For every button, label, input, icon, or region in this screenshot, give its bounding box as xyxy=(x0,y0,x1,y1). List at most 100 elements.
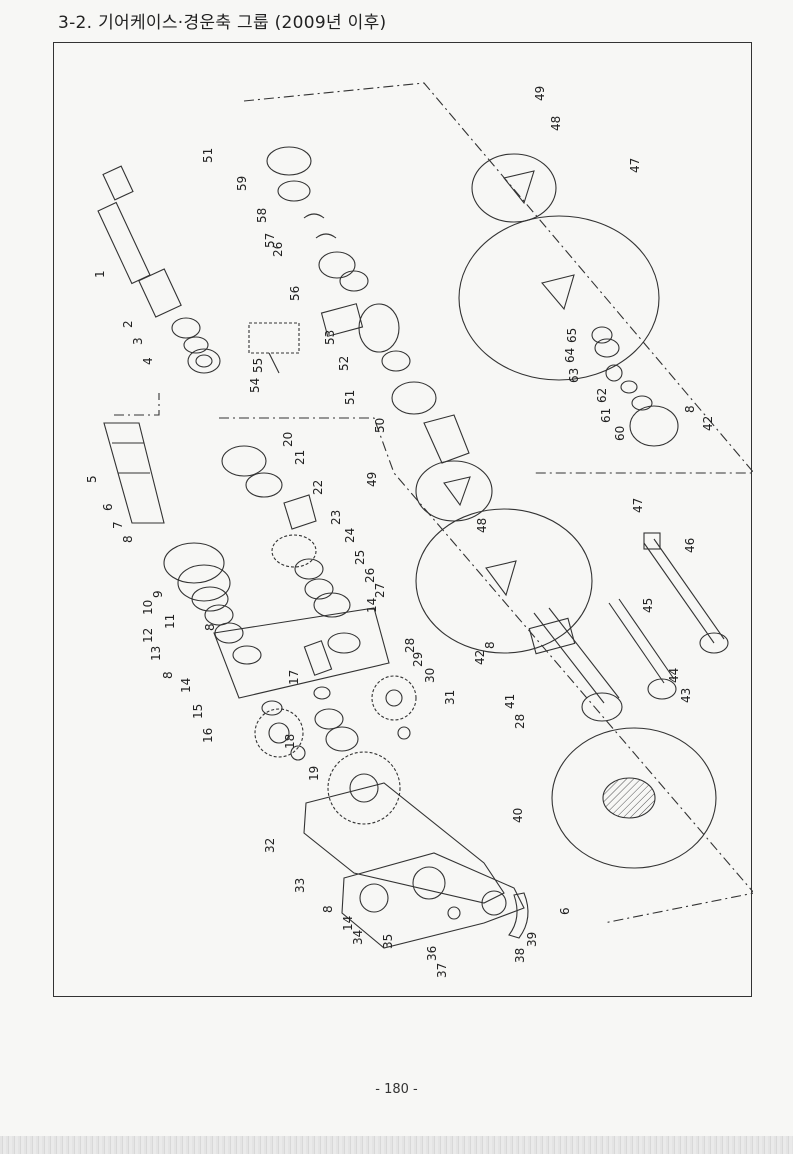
callout-41: 41 xyxy=(503,694,517,709)
callout-54: 54 xyxy=(248,378,262,393)
callout-8: 8 xyxy=(483,641,497,649)
coupling xyxy=(423,414,470,464)
gear-20 xyxy=(327,751,401,825)
callout-55: 55 xyxy=(251,358,265,373)
callout-39: 39 xyxy=(525,932,539,947)
collar-64 xyxy=(594,338,620,358)
callout-6: 6 xyxy=(101,503,115,511)
callout-51: 51 xyxy=(201,148,215,163)
gear-case-plate-13 xyxy=(213,607,390,699)
callout-23: 23 xyxy=(329,510,343,525)
housing-53 xyxy=(358,303,400,353)
callout-15: 15 xyxy=(191,704,205,719)
oil-seal-59 xyxy=(266,146,312,176)
callout-11: 11 xyxy=(163,614,177,629)
callout-42: 42 xyxy=(701,416,715,431)
callout-61: 61 xyxy=(599,408,613,423)
callout-8: 8 xyxy=(683,405,697,413)
callout-12: 12 xyxy=(141,628,155,643)
disc-47-middle xyxy=(415,508,593,654)
callout-26: 26 xyxy=(363,568,377,583)
callout-56: 56 xyxy=(288,286,302,301)
callout-6: 6 xyxy=(558,907,572,915)
nut-17 xyxy=(290,745,306,761)
callout-10: 10 xyxy=(141,600,155,615)
callout-36: 36 xyxy=(425,946,439,961)
callout-62: 62 xyxy=(595,388,609,403)
tine-shaft-46 xyxy=(643,532,729,654)
callout-14: 14 xyxy=(365,598,379,613)
flange-48-upper xyxy=(471,153,557,223)
callout-40: 40 xyxy=(511,808,525,823)
callout-30: 30 xyxy=(423,668,437,683)
gear-16 xyxy=(254,708,304,758)
snap-ring-57 xyxy=(303,213,325,219)
callout-50: 50 xyxy=(373,418,387,433)
nut-63 xyxy=(605,364,623,382)
callout-37: 37 xyxy=(435,963,449,978)
callout-52: 52 xyxy=(337,356,351,371)
cover-21 xyxy=(221,445,267,477)
callout-31: 31 xyxy=(443,690,457,705)
block-23 xyxy=(283,494,317,530)
callout-28: 28 xyxy=(403,638,417,653)
disc-43 xyxy=(551,727,717,869)
callout-8: 8 xyxy=(121,535,135,543)
washer-62 xyxy=(620,380,638,394)
collar-61 xyxy=(631,395,653,411)
callout-13: 13 xyxy=(149,646,163,661)
collar-18 xyxy=(313,686,331,700)
callout-20: 20 xyxy=(281,432,295,447)
callout-1: 1 xyxy=(93,270,107,278)
callout-32: 32 xyxy=(263,838,277,853)
callout-46: 46 xyxy=(683,538,697,553)
callout-34: 34 xyxy=(351,930,365,945)
callout-57: 57 xyxy=(263,233,277,248)
snap-ring-26 xyxy=(304,578,334,600)
callout-22: 22 xyxy=(311,480,325,495)
bearing-25 xyxy=(294,558,324,580)
shaft-group-boundary xyxy=(114,393,160,416)
callout-44: 44 xyxy=(667,668,681,683)
callout-3: 3 xyxy=(131,337,145,345)
callout-8: 8 xyxy=(161,671,175,679)
callout-65: 65 xyxy=(565,328,579,343)
seal-65 xyxy=(591,326,613,344)
callout-42: 42 xyxy=(473,650,487,665)
drive-shaft-1 xyxy=(97,165,182,318)
callout-28: 28 xyxy=(513,714,527,729)
callout-58: 58 xyxy=(255,208,269,223)
flange-22 xyxy=(245,472,283,498)
ring-2 xyxy=(171,317,201,339)
callout-38: 38 xyxy=(513,948,527,963)
disc-47-upper xyxy=(458,215,660,381)
callout-4: 4 xyxy=(141,357,155,365)
upper-assembly-boundary xyxy=(243,82,753,474)
page-title: 3-2. 기어케이스·경운축 그룹 (2009년 이후) xyxy=(58,13,387,33)
nut-36 xyxy=(447,906,461,920)
callout-2: 2 xyxy=(121,320,135,328)
callout-21: 21 xyxy=(293,450,307,465)
callout-47: 47 xyxy=(631,498,645,513)
callout-51: 51 xyxy=(343,390,357,405)
callout-47: 47 xyxy=(628,158,642,173)
callout-26: 26 xyxy=(271,242,285,257)
callout-60: 60 xyxy=(613,426,627,441)
bracket-53 xyxy=(320,303,364,337)
callout-33: 33 xyxy=(293,878,307,893)
snap-ring-3 xyxy=(183,336,209,354)
callout-7: 7 xyxy=(111,521,125,529)
callout-45: 45 xyxy=(641,598,655,613)
nut-31 xyxy=(397,726,411,740)
callout-35: 35 xyxy=(381,934,395,949)
bearing-15 xyxy=(261,700,283,716)
callout-16: 16 xyxy=(201,728,215,743)
bearing-stack xyxy=(163,542,244,644)
gear-30 xyxy=(371,675,417,721)
bevel-gear-24 xyxy=(271,534,317,568)
axle-tube-44 xyxy=(528,607,623,722)
callout-63: 63 xyxy=(567,368,581,383)
callout-24: 24 xyxy=(343,528,357,543)
callout-29: 29 xyxy=(411,652,425,667)
